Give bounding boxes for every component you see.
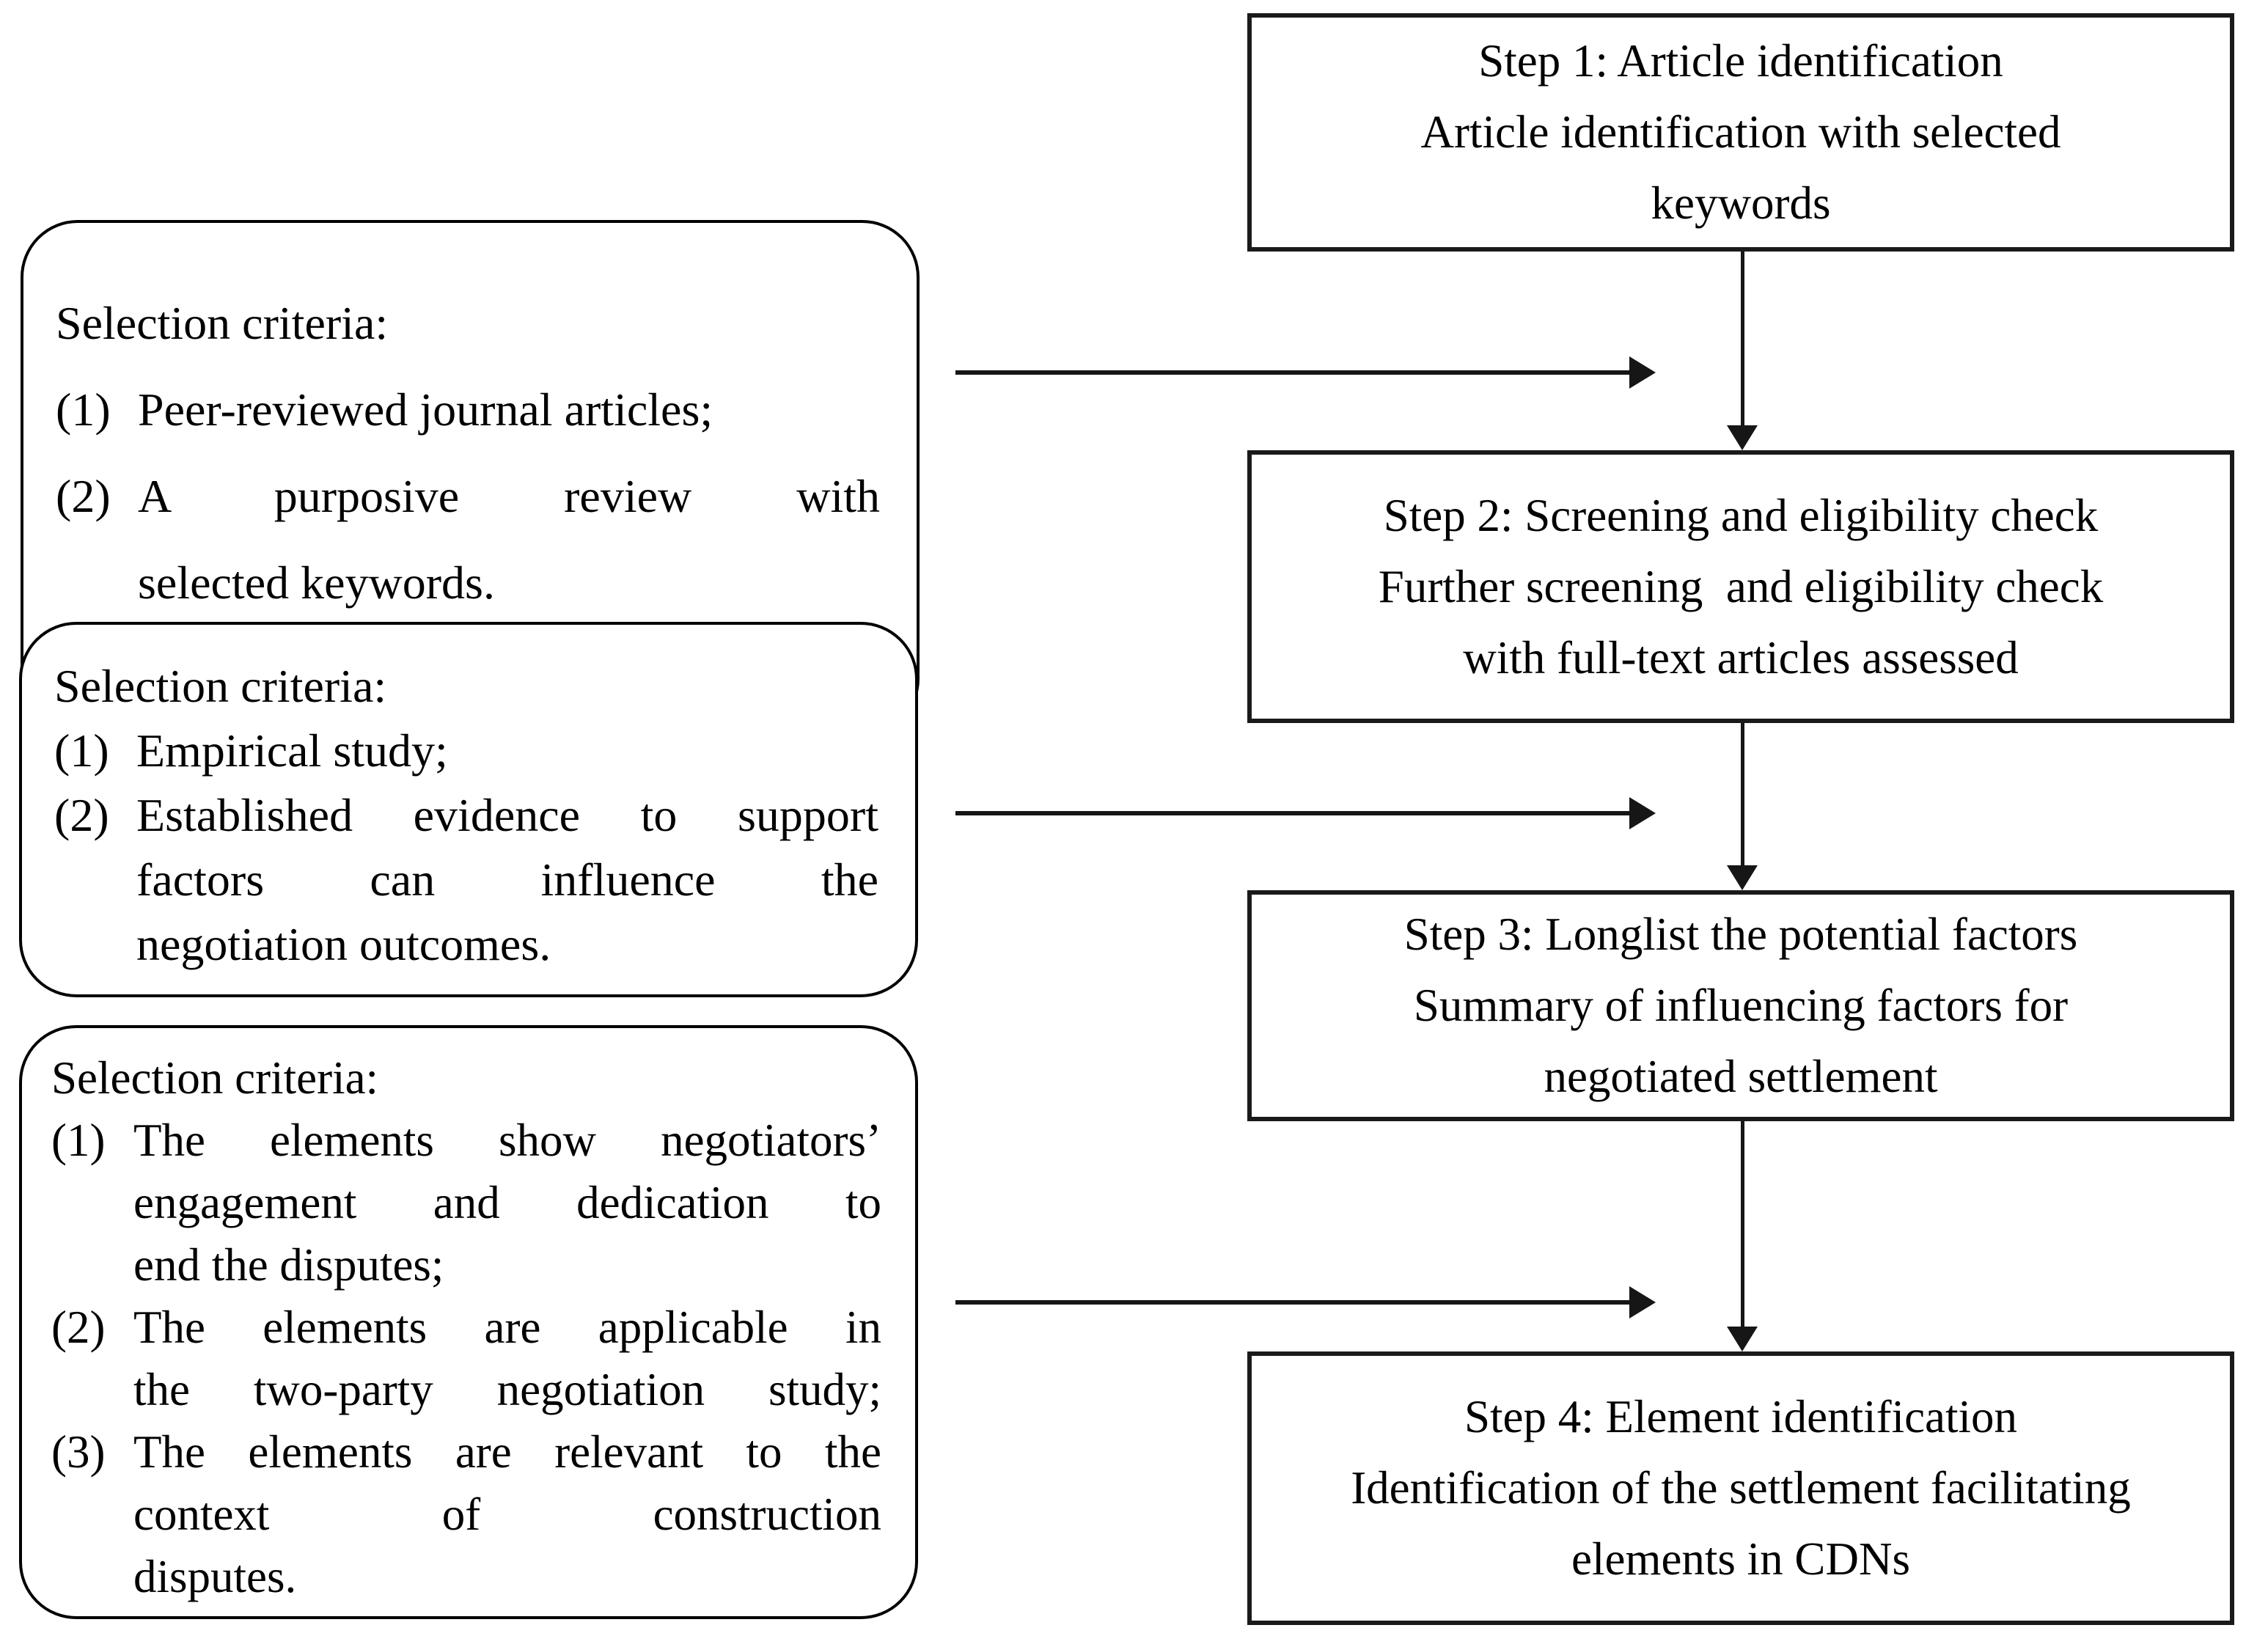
- criteria-line-text: factors can influence the: [136, 854, 878, 906]
- criteria-line: engagement and dedication to: [51, 1172, 881, 1234]
- arrowhead-down-icon: [1727, 1327, 1758, 1351]
- list-marker: (1): [54, 725, 109, 777]
- arrow-shaft: [1740, 723, 1744, 870]
- step-description: Summary of influencing factors for: [1413, 980, 2069, 1031]
- criteria-header-text: Selection criteria:: [51, 1052, 379, 1104]
- criteria-line-text: The elements are relevant to the: [133, 1426, 881, 1478]
- criteria-box-2: Selection criteria: (1) Empirical study;…: [19, 622, 918, 997]
- list-marker: [51, 1546, 133, 1608]
- criteria-line: (2) The elements are applicable in: [51, 1296, 881, 1359]
- arrow-down-step1-step2: [1726, 252, 1758, 450]
- arrow-shaft: [1740, 1121, 1744, 1331]
- arrow-shaft: [955, 811, 1634, 815]
- list-marker: [51, 1234, 133, 1296]
- list-marker: (1): [56, 384, 111, 436]
- criteria-box-3: Selection criteria: (1) The elements sho…: [19, 1025, 918, 1619]
- step-box-1: Step 1: Article identification Article i…: [1247, 13, 2234, 252]
- criteria-line: the two-party negotiation study;: [51, 1359, 881, 1421]
- arrow-down-step3-step4: [1726, 1121, 1758, 1351]
- arrowhead-down-icon: [1727, 425, 1758, 450]
- step-box-4: Step 4: Element identification Identific…: [1247, 1351, 2234, 1625]
- criteria-line-text: Empirical study;: [136, 725, 448, 777]
- step-description: elements in CDNs: [1571, 1533, 1910, 1585]
- arrow-right-criteria2: [955, 797, 1656, 829]
- list-marker: (3): [51, 1426, 106, 1478]
- step-description: Identification of the settlement facilit…: [1351, 1462, 2131, 1514]
- criteria-line-text: negotiation outcomes.: [136, 918, 551, 970]
- list-marker: (1): [51, 1115, 106, 1166]
- criteria-line-text: Peer-reviewed journal articles;: [138, 384, 713, 436]
- criteria-line-text: A purposive review with: [138, 470, 880, 522]
- arrow-shaft: [955, 370, 1634, 375]
- criteria-line: end the disputes;: [51, 1234, 881, 1296]
- criteria-line: (1) The elements show negotiators’: [51, 1109, 881, 1172]
- criteria-line: selected keywords.: [56, 540, 880, 626]
- step-title: Step 4: Element identification: [1464, 1391, 2018, 1442]
- list-marker: (2): [56, 470, 111, 522]
- criteria-line-text: The elements are applicable in: [133, 1302, 881, 1353]
- criteria-line: context of construction: [51, 1483, 881, 1546]
- criteria-line-text: the two-party negotiation study;: [133, 1364, 881, 1415]
- criteria-line: (3) The elements are relevant to the: [51, 1421, 881, 1483]
- criteria-line-text: context of construction: [133, 1489, 881, 1540]
- criteria-line: (1) Peer-reviewed journal articles;: [56, 367, 880, 453]
- criteria-line: negotiation outcomes.: [54, 912, 878, 977]
- arrow-shaft: [955, 1300, 1634, 1305]
- arrow-right-criteria3: [955, 1286, 1656, 1318]
- criteria-line: disputes.: [51, 1546, 881, 1608]
- criteria-line-text: end the disputes;: [133, 1239, 444, 1291]
- step-box-2: Step 2: Screening and eligibility check …: [1247, 450, 2234, 723]
- criteria-header-text: Selection criteria:: [56, 297, 389, 349]
- arrow-down-step2-step3: [1726, 723, 1758, 890]
- list-marker: (2): [54, 789, 109, 841]
- arrow-shaft: [1740, 252, 1744, 430]
- list-marker: (2): [51, 1302, 106, 1353]
- arrowhead-down-icon: [1727, 865, 1758, 890]
- list-marker: [51, 1172, 133, 1234]
- list-marker: [56, 540, 138, 626]
- arrowhead-right-icon: [1629, 1286, 1656, 1318]
- list-marker: [51, 1483, 133, 1546]
- step-description: with full-text articles assessed: [1463, 631, 2019, 683]
- criteria-line: factors can influence the: [54, 848, 878, 912]
- criteria-header: Selection criteria:: [54, 654, 878, 719]
- step-description: Further screening and eligibility check: [1378, 560, 2104, 612]
- criteria-line: (2) Established evidence to support: [54, 783, 878, 848]
- criteria-line-text: selected keywords.: [138, 557, 495, 609]
- criteria-line-text: engagement and dedication to: [133, 1177, 881, 1228]
- criteria-line-text: disputes.: [133, 1551, 297, 1602]
- criteria-line: (2) A purposive review with: [56, 453, 880, 540]
- list-marker: [51, 1359, 133, 1421]
- criteria-line-text: The elements show negotiators’: [133, 1115, 881, 1166]
- criteria-header: Selection criteria:: [56, 280, 880, 367]
- arrowhead-right-icon: [1629, 797, 1656, 829]
- step-title: Step 3: Longlist the potential factors: [1403, 909, 2078, 960]
- criteria-header: Selection criteria:: [51, 1047, 881, 1109]
- criteria-header-text: Selection criteria:: [54, 660, 387, 712]
- step-description: keywords: [1651, 177, 1831, 229]
- step-title: Step 2: Screening and eligibility check: [1383, 489, 2099, 541]
- criteria-line-text: Established evidence to support: [136, 789, 878, 841]
- step-box-3: Step 3: Longlist the potential factors S…: [1247, 890, 2234, 1121]
- list-marker: [54, 912, 136, 977]
- step-description: negotiated settlement: [1544, 1051, 1938, 1102]
- criteria-line: (1) Empirical study;: [54, 719, 878, 783]
- step-title: Step 1: Article identification: [1478, 35, 2003, 87]
- list-marker: [54, 848, 136, 912]
- arrow-right-criteria1: [955, 356, 1656, 389]
- step-description: Article identification with selected: [1420, 106, 2061, 158]
- arrowhead-right-icon: [1629, 356, 1656, 389]
